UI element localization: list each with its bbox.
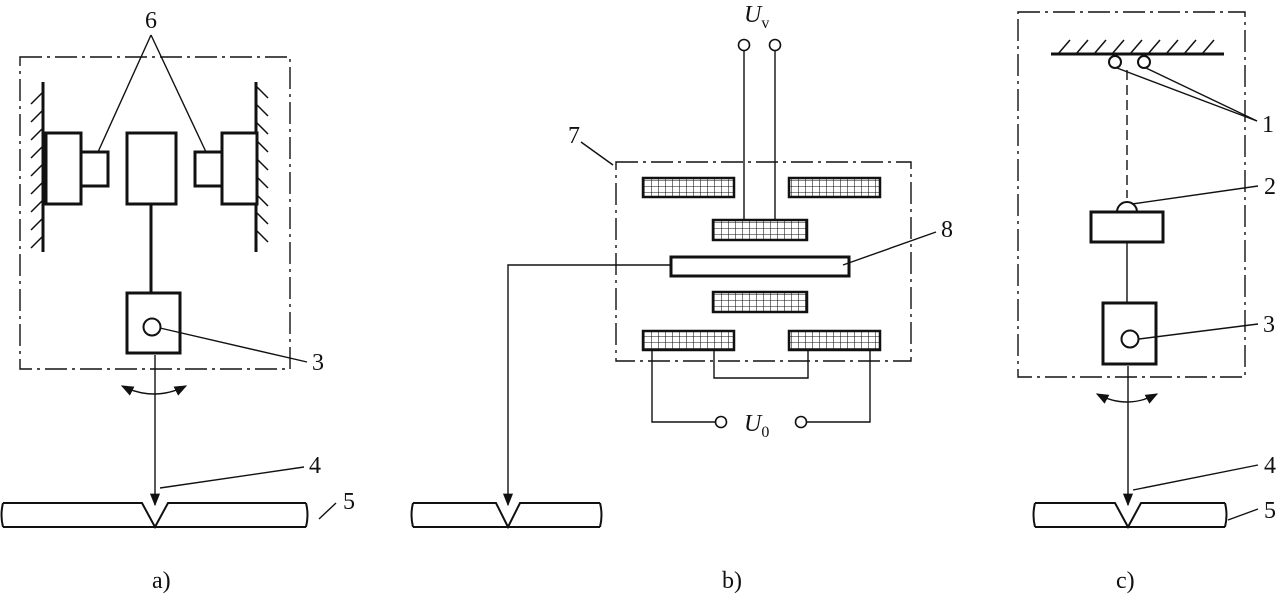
panel-c-label-4: 4	[1264, 453, 1276, 479]
panel-c-label-3: 3	[1263, 312, 1275, 338]
panel-a-center-block	[125, 131, 178, 206]
panel-c-mirror	[1101, 301, 1158, 366]
panel-b-coil-top-right	[787, 176, 882, 199]
panel-b-terminal-top-left	[737, 38, 751, 52]
panel-c-mirror-pivot	[1120, 329, 1140, 349]
panel-b-terminal-bottom-left	[714, 415, 728, 429]
panel-a-workpiece	[0, 502, 309, 530]
panel-a-left-actuator	[44, 131, 83, 206]
panel-a-left-actuator-tip	[79, 150, 110, 188]
panel-a-label-3: 3	[312, 350, 324, 376]
panel-c-roller-left	[1108, 55, 1122, 69]
panel-a: 6 3 4 5 a)	[0, 8, 355, 594]
panel-a-right-actuator-tip	[193, 150, 224, 188]
panel-b-label-8: 8	[941, 217, 953, 243]
panel-b-coil-lower-center	[711, 290, 809, 314]
panel-c-label-5: 5	[1264, 498, 1276, 524]
panel-c: 1 2 3 4 5 c)	[1017, 11, 1276, 594]
panel-b-coil-top-left	[641, 176, 736, 199]
panel-a-mirror-pivot	[142, 317, 162, 337]
panel-c-caption: c)	[1116, 568, 1135, 594]
panel-b: Uv 7 8 U0	[410, 2, 953, 594]
panel-a-right-actuator	[220, 131, 259, 206]
panel-c-oscillation-arrow	[1095, 393, 1159, 404]
panel-b-coil-bottom-left	[641, 329, 736, 352]
panel-b-voltage-bottom: U0	[744, 411, 769, 441]
panel-a-oscillation-arrow	[120, 385, 188, 396]
panel-c-workpiece	[1032, 502, 1228, 530]
panel-b-coil-upper-center	[711, 218, 809, 242]
panel-c-label-2: 2	[1264, 174, 1276, 200]
panel-c-drive-dome	[1116, 201, 1138, 213]
panel-c-housing	[1017, 11, 1246, 378]
panel-a-caption: a)	[152, 568, 171, 594]
panel-b-label-7: 7	[568, 123, 580, 149]
panel-b-caption: b)	[722, 568, 742, 594]
panel-b-housing	[615, 161, 912, 362]
panel-b-workpiece	[410, 502, 603, 530]
panel-b-beam	[502, 264, 671, 507]
panel-c-roller-right	[1137, 55, 1151, 69]
panel-c-label-1: 1	[1262, 112, 1274, 138]
panel-c-ceiling	[1051, 39, 1224, 56]
panel-b-coil-bottom-right	[787, 329, 882, 352]
panel-a-label-6: 6	[145, 8, 157, 34]
panel-b-terminal-top-right	[768, 38, 782, 52]
panel-a-label-4: 4	[309, 453, 321, 479]
panel-a-label-5: 5	[343, 489, 355, 515]
panel-a-left-wall	[30, 82, 45, 252]
panel-c-drive-block	[1089, 210, 1165, 244]
panel-a-mirror	[125, 291, 182, 355]
panel-b-terminal-bottom-right	[794, 415, 808, 429]
panel-b-plate	[669, 255, 851, 278]
panel-b-voltage-top: Uv	[744, 2, 769, 32]
